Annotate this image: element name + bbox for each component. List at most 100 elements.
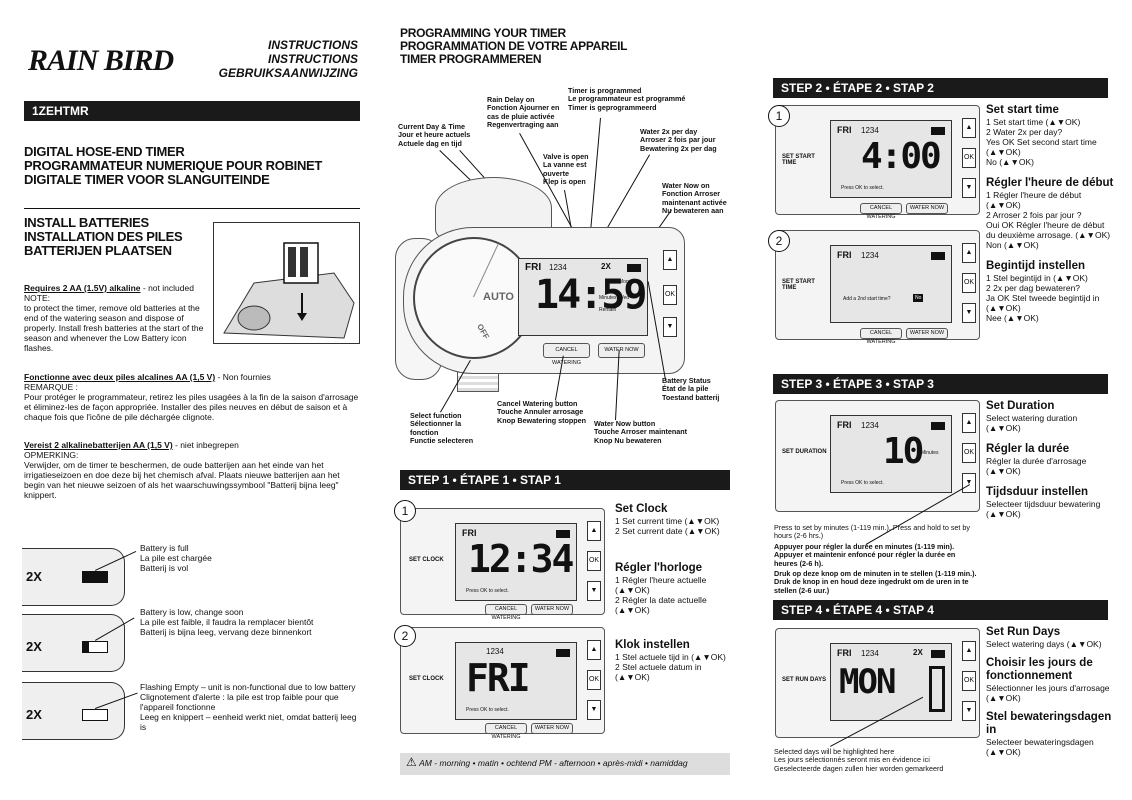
ok-button[interactable]: OK bbox=[663, 285, 677, 305]
2x-label: 2X bbox=[26, 639, 42, 654]
step1-number-1: 1 bbox=[394, 500, 416, 522]
step3-note: Press to set by minutes (1-119 min.), Pr… bbox=[774, 523, 977, 595]
battery-low-text: Battery is low, change soon La pile est … bbox=[140, 607, 314, 637]
down-button[interactable]: ▼ bbox=[587, 700, 601, 720]
water-now-button[interactable]: WATER NOW bbox=[531, 604, 573, 615]
battery-empty-panel: 2X bbox=[22, 682, 125, 740]
lcd-hint: Add a 2nd start time? bbox=[843, 296, 891, 302]
mode-label: SET START TIME bbox=[782, 279, 815, 291]
up-button[interactable]: ▲ bbox=[962, 641, 976, 661]
callout-valve-open: Valve is open La vanne est ouverte Klep … bbox=[543, 152, 589, 187]
down-button[interactable]: ▼ bbox=[962, 701, 976, 721]
step4-bar: STEP 4 • ÉTAPE 4 • STAP 4 bbox=[773, 600, 1108, 620]
battery-low-panel: 2X bbox=[22, 614, 125, 672]
lcd-day: FRI bbox=[837, 125, 852, 135]
step3-bar: STEP 3 • ÉTAPE 3 • STAP 3 bbox=[773, 374, 1108, 394]
step2-screen1: FRI 1234 4:00 Press OK to select. SET ST… bbox=[775, 105, 980, 220]
lcd-battery-icon bbox=[931, 252, 945, 260]
install-title: INSTALL BATTERIES INSTALLATION DES PILES… bbox=[24, 215, 183, 258]
lcd-day: FRI bbox=[837, 250, 852, 260]
install-nl: Vereist 2 alkalinebatterijen AA (1,5 V) … bbox=[24, 440, 340, 500]
lcd-day: FRI bbox=[837, 648, 852, 658]
battery-full-icon bbox=[82, 571, 108, 583]
up-button[interactable]: ▲ bbox=[587, 640, 601, 660]
ok-button[interactable]: OK bbox=[587, 551, 601, 571]
down-button[interactable]: ▼ bbox=[962, 303, 976, 323]
timer-device: AUTO OFF FRI 1234 2X 14:59 Mon Wed Minut… bbox=[395, 165, 685, 392]
cancel-watering-button[interactable]: CANCEL WATERING bbox=[860, 328, 902, 345]
step1-screen1: FRI 12:34 Press OK to select. SET CLOCK … bbox=[400, 508, 605, 621]
lcd-2x: 2X bbox=[913, 648, 923, 657]
warning-icon: ⚠ bbox=[406, 755, 417, 769]
step1-number-2: 2 bbox=[394, 625, 416, 647]
callout-current-day: Current Day & Time Jour et heure actuels… bbox=[398, 122, 471, 148]
install-fr: Fonctionne avec deux piles alcalines AA … bbox=[24, 372, 359, 422]
down-button[interactable]: ▼ bbox=[962, 178, 976, 198]
water-now-button[interactable]: WATER NOW bbox=[906, 203, 948, 214]
step1-screen2: 1234 FRI Press OK to select. SET CLOCK ▲… bbox=[400, 627, 605, 740]
mode-label: SET RUN DAYS bbox=[782, 677, 827, 683]
ok-button[interactable]: OK bbox=[962, 443, 976, 463]
ok-button[interactable]: OK bbox=[587, 670, 601, 690]
lcd-battery-icon bbox=[931, 650, 945, 658]
down-button[interactable]: ▼ bbox=[663, 317, 677, 337]
lcd-small: 1234 bbox=[861, 126, 879, 135]
lcd-small: 1234 bbox=[861, 251, 879, 260]
ok-button[interactable]: OK bbox=[962, 671, 976, 691]
lcd-remain: Remain bbox=[599, 307, 617, 313]
up-button[interactable]: ▲ bbox=[663, 250, 677, 270]
down-button[interactable]: ▼ bbox=[962, 473, 976, 493]
lcd-big-time: 4:00 bbox=[861, 136, 942, 177]
lcd-big-day: MON bbox=[839, 662, 896, 702]
lcd-small: 1234 bbox=[861, 421, 879, 430]
step3-screen: FRI 1234 10 Minutes Press OK to select. … bbox=[775, 400, 980, 512]
step1-bar: STEP 1 • ÉTAPE 1 • STAP 1 bbox=[400, 470, 730, 490]
callout-select-function: Select function Sélectionner la fonction… bbox=[410, 411, 474, 446]
lcd-battery-icon bbox=[931, 127, 945, 135]
2x-label: 2X bbox=[26, 569, 42, 584]
cancel-watering-button[interactable]: CANCEL WATERING bbox=[485, 723, 527, 740]
lcd-minutes: Minutes bbox=[599, 295, 617, 301]
lcd-big-time: 12:34 bbox=[468, 537, 574, 581]
ok-button[interactable]: OK bbox=[962, 148, 976, 168]
cancel-watering-button[interactable]: CANCEL WATERING bbox=[543, 343, 590, 366]
lcd-hint: Press OK to select. bbox=[466, 707, 509, 713]
water-now-button[interactable]: WATER NOW bbox=[531, 723, 573, 734]
mode-label: SET CLOCK bbox=[409, 676, 444, 682]
callout-water-now-on: Water Now on Fonction Arroser maintenant… bbox=[662, 181, 727, 216]
up-button[interactable]: ▲ bbox=[587, 521, 601, 541]
lcd-big-day: FRI bbox=[466, 656, 531, 700]
water-now-button[interactable]: WATER NOW bbox=[598, 343, 645, 358]
lcd-time-small: 1234 bbox=[549, 263, 567, 272]
battery-low-icon bbox=[82, 641, 108, 653]
step2-screen2: FRI 1234 Add a 2nd start time? No SET ST… bbox=[775, 230, 980, 345]
up-button[interactable]: ▲ bbox=[962, 243, 976, 263]
mode-label: SET DURATION bbox=[782, 449, 827, 455]
callout-water-2x: Water 2x per day Arroser 2 fois par jour… bbox=[640, 127, 717, 153]
cancel-watering-button[interactable]: CANCEL WATERING bbox=[485, 604, 527, 621]
main-lcd: FRI 1234 2X 14:59 Mon Wed Minutes Remain bbox=[518, 258, 648, 336]
lcd-time-big: 14:59 bbox=[535, 272, 647, 318]
am-pm-legend: ⚠ AM - morning • matin • ochtend PM - af… bbox=[400, 753, 730, 775]
programming-title: PROGRAMMING YOUR TIMER PROGRAMMATION DE … bbox=[400, 26, 628, 66]
mode-label: SET CLOCK bbox=[409, 557, 444, 563]
down-button[interactable]: ▼ bbox=[587, 581, 601, 601]
cancel-watering-button[interactable]: CANCEL WATERING bbox=[860, 203, 902, 220]
callout-water-now-button: Water Now button Touche Arroser maintena… bbox=[594, 419, 688, 445]
water-now-button[interactable]: WATER NOW bbox=[906, 328, 948, 339]
lcd-day: FRI bbox=[837, 420, 852, 430]
lcd-hint: Press OK to select. bbox=[841, 185, 884, 191]
battery-empty-text: Flashing Empty – unit is non-functional … bbox=[140, 682, 357, 732]
function-dial[interactable]: AUTO OFF bbox=[413, 237, 535, 359]
ok-button[interactable]: OK bbox=[962, 273, 976, 293]
lcd-day: FRI bbox=[525, 262, 542, 273]
up-button[interactable]: ▲ bbox=[962, 413, 976, 433]
lcd-battery-icon bbox=[931, 422, 945, 430]
battery-empty-icon bbox=[82, 709, 108, 721]
auto-label: AUTO bbox=[483, 291, 514, 303]
lcd-battery-icon bbox=[556, 649, 570, 657]
lcd-minutes: Minutes bbox=[921, 450, 939, 456]
install-en: Requires 2 AA (1.5V) alkaline - not incl… bbox=[24, 283, 204, 353]
mode-label: SET START TIME bbox=[782, 154, 815, 166]
up-button[interactable]: ▲ bbox=[962, 118, 976, 138]
